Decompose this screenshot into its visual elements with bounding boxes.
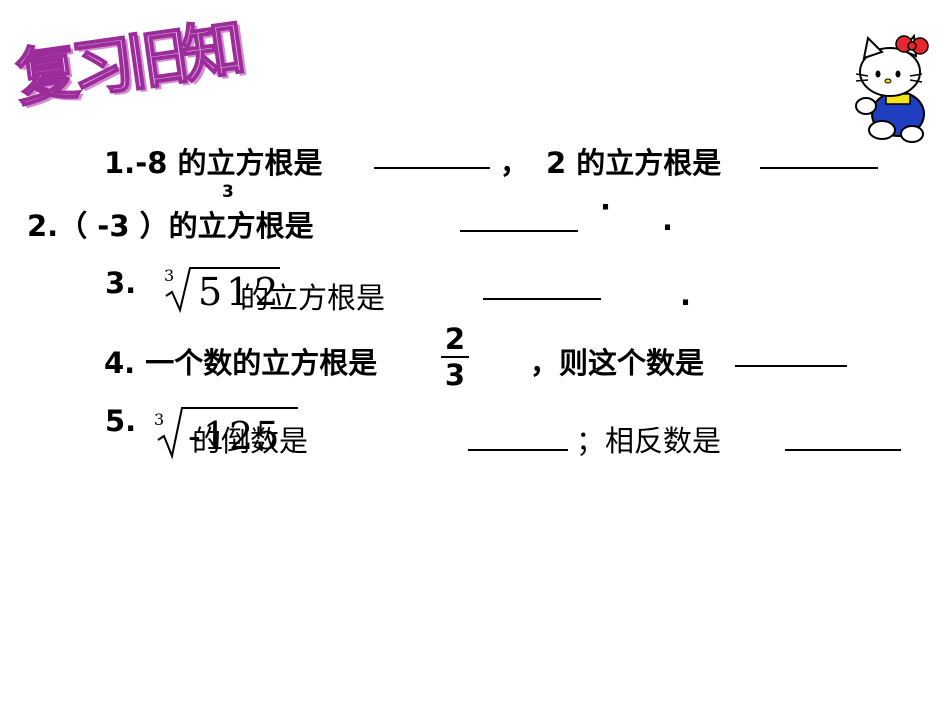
radical-sign-icon	[165, 267, 280, 314]
q2-text: 2.（ -3 ）的立方根是	[27, 209, 314, 243]
q2-dot: ·	[600, 190, 612, 224]
q4-fraction-bar	[441, 356, 469, 358]
q4-fraction-denominator: 3	[444, 358, 466, 392]
q4-answer-blank[interactable]	[735, 365, 847, 367]
q1-text-1: 1.-8 的立方根是	[104, 146, 323, 180]
q5-answer-blank-1[interactable]	[468, 449, 568, 451]
q5-radical-index: 3	[154, 410, 165, 429]
page-title: 复习旧知	[10, 11, 244, 116]
q5-text: 的倒数是	[192, 424, 309, 458]
q3-radicand: 512	[198, 270, 283, 314]
q5-text-2: ；相反数是	[576, 424, 722, 458]
q1-text-2: 2 的立方根是	[546, 146, 722, 180]
q1-answer-blank-2[interactable]	[760, 167, 878, 169]
q5-answer-blank-2[interactable]	[785, 449, 901, 451]
hello-kitty-icon	[855, 33, 929, 143]
q4-fraction: 2 3	[441, 324, 469, 390]
q2-period: .	[662, 203, 674, 237]
q4-fraction-numerator: 2	[444, 322, 466, 356]
q3-radical: 3 512	[160, 262, 284, 314]
q3-text: 的立方根是	[240, 281, 386, 315]
q4-text: 4. 一个数的立方根是	[104, 346, 378, 380]
q4-text-2: ，则这个数是	[530, 346, 705, 380]
q3-answer-blank[interactable]	[483, 298, 601, 300]
q1-answer-blank-1[interactable]	[374, 167, 490, 169]
radical-sign-icon	[157, 407, 298, 460]
q3-period: .	[680, 278, 692, 312]
q1-comma: ，	[500, 146, 530, 180]
q5-number: 5.	[105, 404, 137, 438]
q5-radical: 3 -125	[152, 404, 302, 460]
q2-answer-blank[interactable]	[460, 230, 578, 232]
q3-radical-index: 3	[164, 266, 175, 285]
q3-number: 3.	[105, 266, 137, 300]
q2-exponent: 3	[222, 182, 234, 202]
q5-radicand: -125	[188, 414, 282, 458]
